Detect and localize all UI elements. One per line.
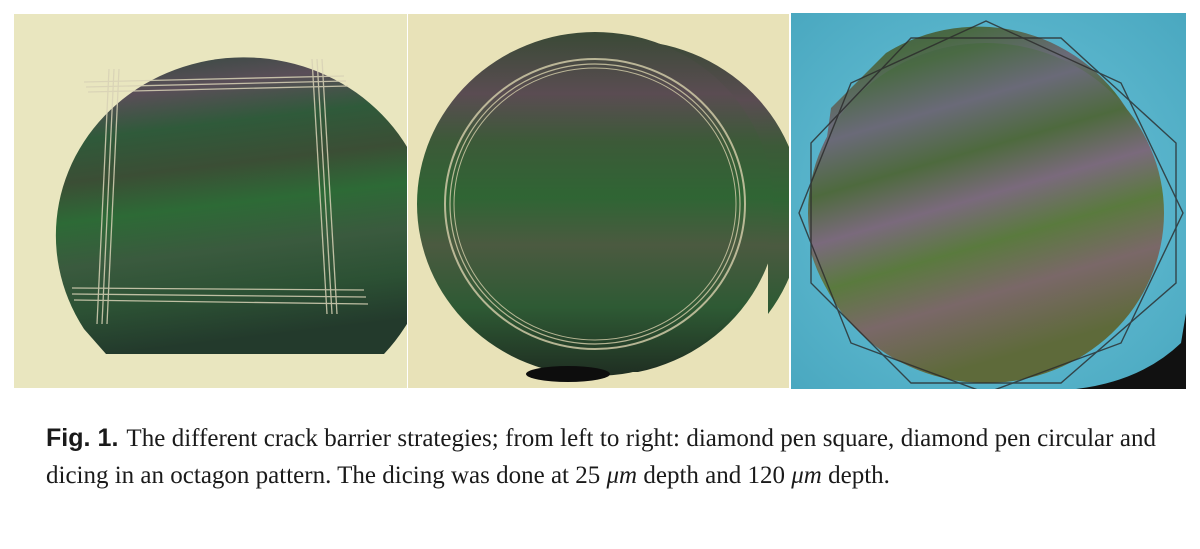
- photo-diamond-pen-circular: [408, 14, 789, 388]
- caption-text-1: The different crack barrier strategies; …: [46, 425, 1157, 489]
- photo-dicing-octagon: [791, 13, 1186, 389]
- photo-diamond-pen-square: [14, 14, 407, 388]
- figure-caption: Fig. 1.The different crack barrier strat…: [46, 420, 1156, 494]
- caption-text-3: depth.: [821, 462, 890, 489]
- caption-unit-1: μm: [606, 462, 638, 489]
- caption-unit-2: μm: [791, 462, 822, 489]
- figure-label: Fig. 1.: [46, 424, 119, 452]
- caption-text-2: depth and 120: [637, 462, 792, 489]
